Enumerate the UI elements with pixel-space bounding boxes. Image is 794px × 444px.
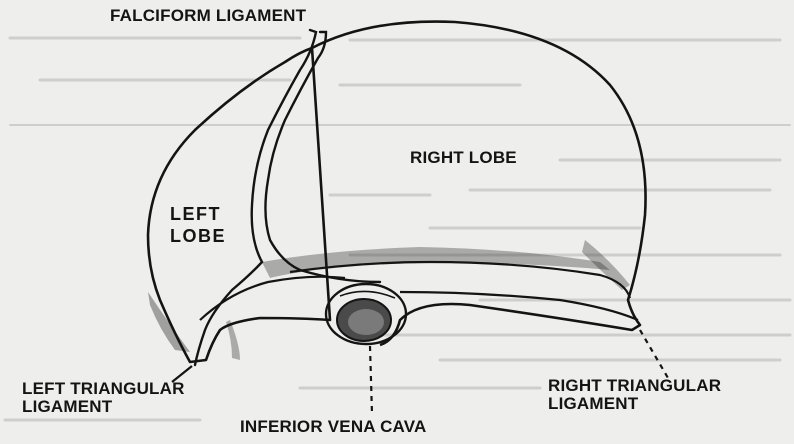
label-falciform-ligament: FALCIFORM LIGAMENT xyxy=(110,7,306,25)
background-show-through xyxy=(5,38,790,420)
label-right-triangular-line-2: LIGAMENT xyxy=(548,395,721,413)
label-left-triangular-line-2: LIGAMENT xyxy=(22,398,185,416)
label-right-triangular-ligament: RIGHT TRIANGULAR LIGAMENT xyxy=(548,377,721,413)
label-left-lobe-line-1: LEFT xyxy=(170,203,226,225)
label-left-lobe: LEFT LOBE xyxy=(170,203,226,247)
liver-outline xyxy=(148,22,646,362)
label-right-lobe: RIGHT LOBE xyxy=(410,149,517,167)
label-inferior-vena-cava: INFERIOR VENA CAVA xyxy=(240,418,427,436)
inferior-vena-cava xyxy=(326,284,406,344)
label-left-triangular-ligament: LEFT TRIANGULAR LIGAMENT xyxy=(22,380,185,416)
label-right-triangular-line-1: RIGHT TRIANGULAR xyxy=(548,377,721,395)
label-left-lobe-line-2: LOBE xyxy=(170,225,226,247)
label-left-triangular-line-1: LEFT TRIANGULAR xyxy=(22,380,185,398)
lower-border xyxy=(200,262,638,320)
